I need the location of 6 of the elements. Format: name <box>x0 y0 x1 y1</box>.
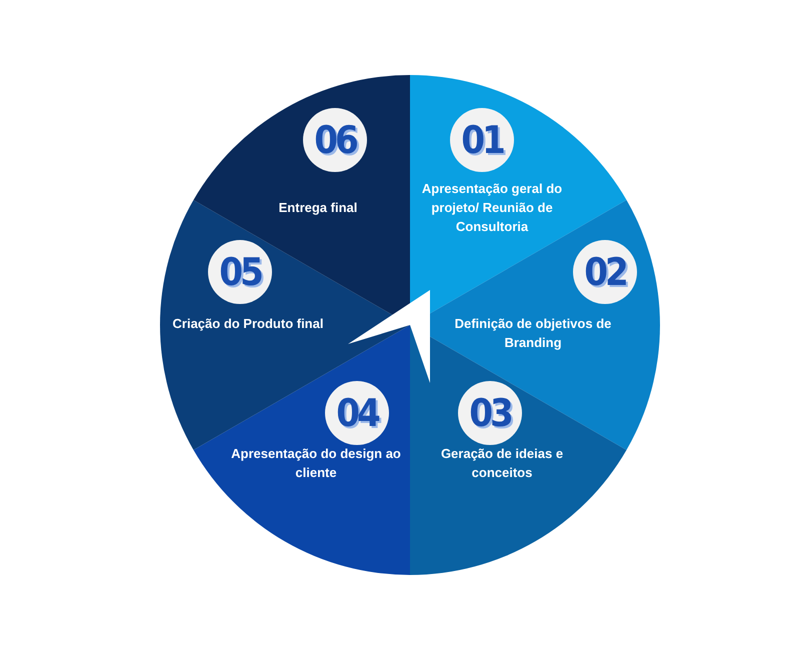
step-label: Criação do Produto final <box>172 315 324 333</box>
step-label: Apresentação do design ao cliente <box>231 445 401 482</box>
step-label: Definição de objetivos de Branding <box>454 315 612 352</box>
step-label: Entrega final <box>278 199 358 217</box>
step-label: Geração de ideias e conceitos <box>440 445 564 482</box>
step-label: Apresentação geral do projeto/ Reunião de Consultoria <box>420 180 564 236</box>
